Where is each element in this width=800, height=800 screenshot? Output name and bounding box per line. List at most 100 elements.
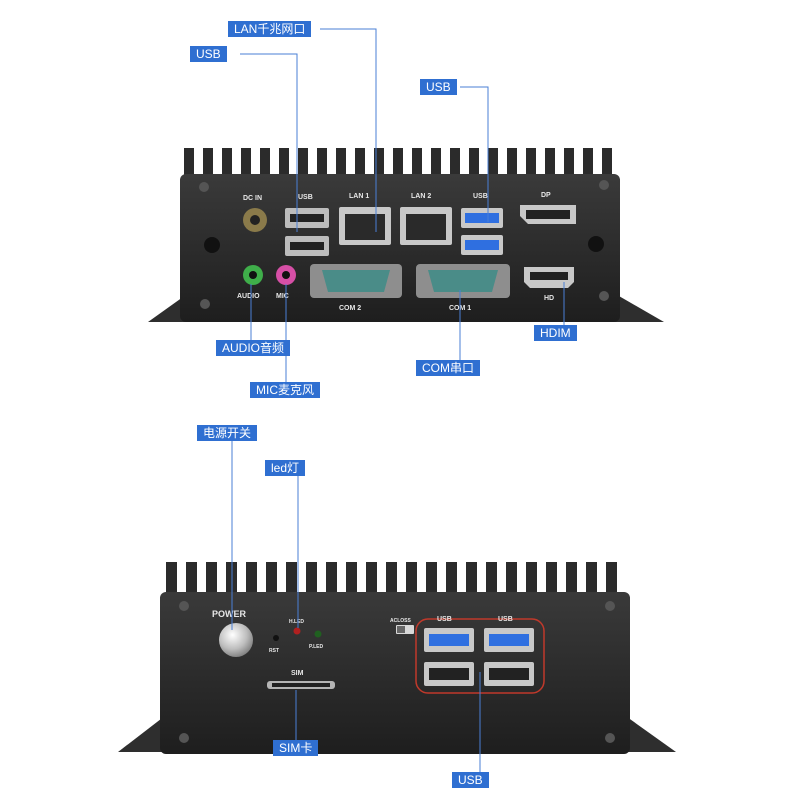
heatsink-fins-top [184, 148, 612, 180]
heatsink-fin [426, 562, 437, 598]
heatsink-fin [506, 562, 517, 598]
heatsink-fin [317, 148, 327, 180]
usb3-port-bottom-slot [465, 240, 499, 250]
acloss-switch-knob [397, 626, 405, 633]
heatsink-fin [346, 562, 357, 598]
heatsink-fin [241, 148, 251, 180]
label-mic: MIC [276, 293, 289, 300]
rear-panel-device: DC IN USB LAN 1 LAN 2 USB DP AUDIO MIC C… [148, 148, 664, 322]
mic-jack-core [282, 271, 290, 279]
heatsink-fin [446, 562, 457, 598]
screw-icon [599, 180, 609, 190]
leader-usb-left [240, 53, 298, 232]
label-usb-a: USB [437, 616, 452, 623]
power-button[interactable] [219, 623, 253, 657]
label-power: POWER [212, 609, 247, 619]
label-com2: COM 2 [339, 305, 361, 312]
heatsink-fin [507, 148, 517, 180]
reset-hole [273, 635, 279, 641]
heatsink-fin [586, 562, 597, 598]
screw-icon [199, 182, 209, 192]
callout-mic: MIC麦克风 [250, 382, 320, 398]
callout-com: COM串口 [416, 360, 480, 376]
heatsink-fin [564, 148, 574, 180]
callout-sim: SIM卡 [273, 740, 319, 756]
heatsink-fin [374, 148, 384, 180]
label-sim: SIM [291, 670, 304, 677]
heatsink-fin [266, 562, 277, 598]
hdmi-port-slot [530, 272, 568, 280]
label-audio: AUDIO [237, 293, 260, 300]
label-hled: H.LED [289, 619, 304, 625]
leader-lan [320, 28, 377, 232]
heatsink-fin [366, 562, 377, 598]
heatsink-fin [546, 562, 557, 598]
callout-led: led灯 [265, 460, 306, 476]
heatsink-fin [406, 562, 417, 598]
heatsink-fin [206, 562, 217, 598]
screw-icon [605, 601, 615, 611]
heatsink-fin [306, 562, 317, 598]
sim-slot-opening [272, 683, 330, 687]
antenna-hole-left [204, 237, 220, 253]
label-hd: HD [544, 295, 554, 302]
usb2-port-bottom-slot [290, 242, 324, 250]
lan2-port-opening [406, 214, 446, 240]
heatsink-fin [602, 148, 612, 180]
usb2-port-top-slot [290, 214, 324, 222]
heatsink-fin [184, 148, 194, 180]
screw-icon [179, 601, 189, 611]
heatsink-fin [279, 148, 289, 180]
heatsink-fin [286, 562, 297, 598]
heatsink-fin [566, 562, 577, 598]
callout-power: 电源开关 [197, 425, 258, 441]
heatsink-fin [431, 148, 441, 180]
label-usb3: USB [473, 193, 488, 200]
label-acloss: ACLOSS [390, 618, 412, 624]
heatsink-fin [526, 148, 536, 180]
com2-port [322, 270, 390, 292]
label-usb-b: USB [498, 616, 513, 623]
heatsink-fin [298, 148, 308, 180]
screw-icon [179, 733, 189, 743]
heatsink-fin [336, 148, 346, 180]
audio-jack-core [249, 271, 257, 279]
heatsink-fin [466, 562, 477, 598]
heatsink-fins-bottom [166, 562, 617, 598]
com1-port [428, 270, 498, 292]
heatsink-fin [260, 148, 270, 180]
callout-lan: LAN千兆网口 [228, 21, 312, 37]
displayport-slot [526, 210, 570, 219]
leader-usb-right [460, 86, 489, 222]
callout-hdmi: HDIM [534, 325, 577, 341]
label-lan1: LAN 1 [349, 193, 369, 200]
heatsink-fin [166, 562, 177, 598]
heatsink-fin [386, 562, 397, 598]
callout-usb-top-left: USB [190, 46, 227, 62]
heatsink-fin [393, 148, 403, 180]
usb2-port-a-slot [429, 668, 469, 680]
hdd-led [293, 627, 301, 635]
label-rst: RST [269, 648, 279, 654]
usb3-port-b-slot [489, 634, 529, 646]
screw-icon [200, 299, 210, 309]
heatsink-fin [486, 562, 497, 598]
heatsink-fin [326, 562, 337, 598]
usb3-port-a-slot [429, 634, 469, 646]
heatsink-fin [450, 148, 460, 180]
heatsink-fin [606, 562, 617, 598]
callout-usb-top-right: USB [420, 79, 457, 95]
screw-icon [605, 733, 615, 743]
heatsink-fin [488, 148, 498, 180]
power-led [314, 630, 322, 638]
label-lan2: LAN 2 [411, 193, 431, 200]
leader-lines [231, 28, 565, 772]
lan1-port-opening [345, 214, 385, 240]
label-pled: P.LED [309, 644, 323, 650]
usb3-port-top-slot [465, 213, 499, 223]
heatsink-fin [186, 562, 197, 598]
dc-in-jack-core [250, 215, 260, 225]
antenna-hole-right [588, 236, 604, 252]
front-panel-device: POWER RST H.LED P.LED ACLOSS USB USB SIM [118, 562, 676, 754]
label-dp: DP [541, 192, 551, 199]
